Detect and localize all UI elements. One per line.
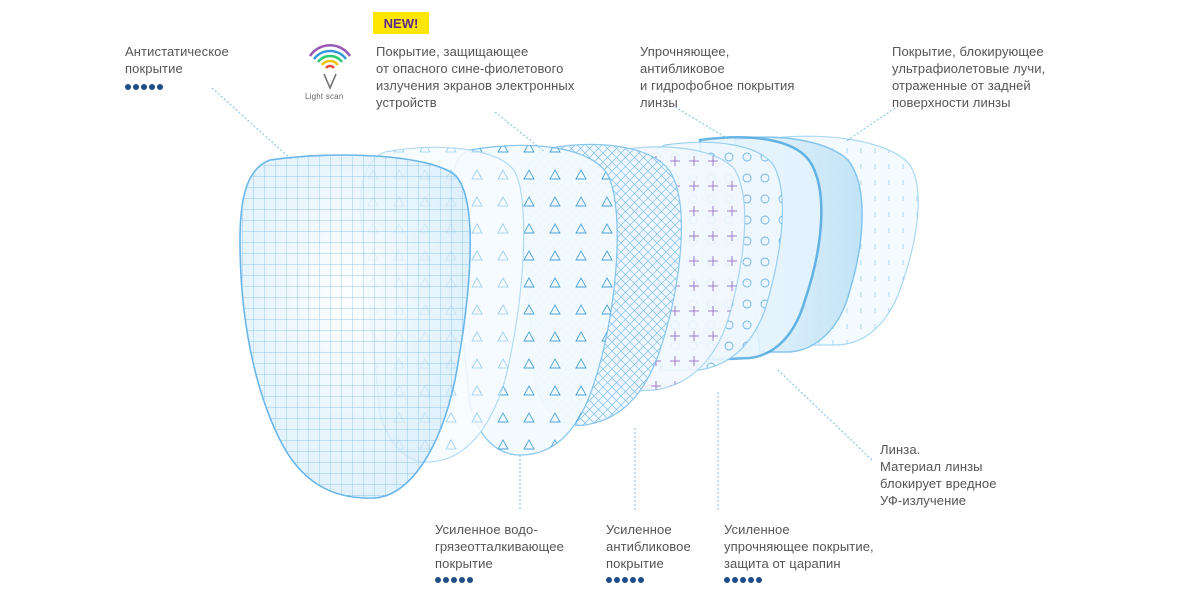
rating-dot [622,577,628,583]
label-hardening: Упрочняющее, антибликовое и гидрофобное … [640,44,795,110]
rating-dot [638,577,644,583]
label-water-repellent: Усиленное водо- грязеотталкивающее покры… [435,522,564,571]
logo-text: Light scan [305,92,344,101]
label-antistatic: Антистатическое покрытие [125,44,229,76]
label-antireflective: Усиленное антибликовое покрытие [606,522,691,571]
rating-dot [630,577,636,583]
layer-antistatic-grid [239,154,471,499]
rating-dot [133,84,139,90]
rating-dot [614,577,620,583]
rating-dot [451,577,457,583]
rating-dot [740,577,746,583]
rating-dot [149,84,155,90]
label-blue-violet: Покрытие, защищающее от опасного сине-фи… [376,44,575,110]
rating-dot [125,84,131,90]
rating-dot [606,577,612,583]
rating-dot [748,577,754,583]
rainbow-wifi-icon [308,44,352,91]
rating-dot [141,84,147,90]
rating-dots-antistatic [125,84,163,90]
rating-dot [724,577,730,583]
rating-dots-scratch [724,577,762,583]
rating-dot [467,577,473,583]
leader-antistatic [211,87,293,161]
rating-dot [443,577,449,583]
rating-dot [732,577,738,583]
label-scratch: Усиленное упрочняющее покрытие, защита о… [724,522,874,571]
label-uv-back: Покрытие, блокирующее ультрафиолетовые л… [892,44,1046,110]
new-badge: NEW! [373,12,429,34]
leader-lens [777,369,873,461]
rating-dots-water-repellent [435,577,473,583]
rating-dot [157,84,163,90]
leader-hardening [674,106,731,141]
rating-dot [756,577,762,583]
label-lens: Линза. Материал линзы блокирует вредное … [880,442,997,508]
leader-uv-back [844,107,896,143]
leader-blue-violet [494,111,546,153]
rating-dot [459,577,465,583]
rating-dot [435,577,441,583]
rating-dots-antireflective [606,577,644,583]
leader-lines [211,87,896,510]
